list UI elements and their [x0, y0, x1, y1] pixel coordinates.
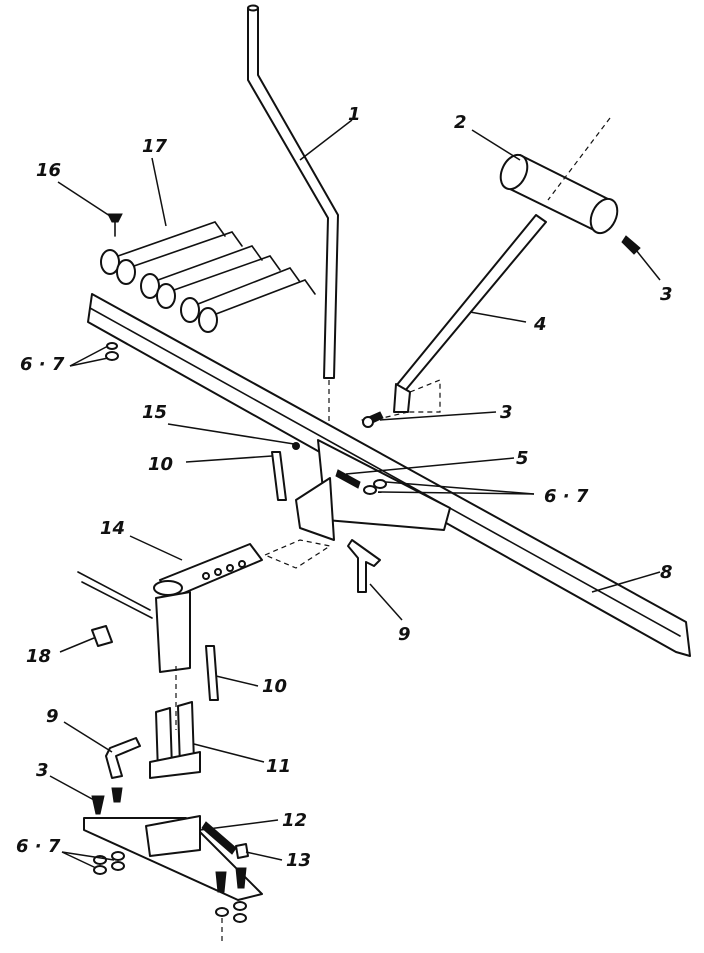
- part-10-pin-lower: [205, 645, 219, 701]
- label-part-3-top: 3: [660, 284, 673, 305]
- label-part-9-upper: 9: [398, 624, 411, 645]
- part-17-springs: [100, 221, 316, 333]
- part-11-yoke-bracket: [149, 701, 201, 779]
- label-part-15: 15: [142, 402, 167, 423]
- part-1-lever-rod: [247, 4, 339, 428]
- part-14-socket-tube: [77, 543, 263, 730]
- part-18-cap: [91, 625, 113, 647]
- part-3-screws-bottom: [91, 787, 247, 893]
- part-8-main-bar: [87, 293, 691, 657]
- part-2-handle-grip: [499, 117, 619, 235]
- label-part-5: 5: [516, 448, 529, 469]
- part-6-7-washers-bottom: [93, 851, 247, 945]
- label-part-10-lower: 10: [262, 676, 287, 697]
- part-3-screw-mid: [361, 411, 384, 428]
- part-4-shaft: [373, 214, 547, 421]
- label-part-2: 2: [454, 112, 467, 133]
- part-9-crank-lower: [105, 737, 141, 779]
- part-6-7-washers-top: [105, 342, 119, 361]
- part-13-bolt: [201, 821, 249, 859]
- label-part-3-bottom: 3: [36, 760, 49, 781]
- label-part-18: 18: [26, 646, 51, 667]
- part-9-crank-upper: [347, 539, 381, 593]
- part-3-screw-top: [621, 235, 641, 255]
- label-part-6-7-mid: 6 · 7: [544, 486, 589, 507]
- label-part-1: 1: [348, 104, 361, 125]
- label-part-6-7-top: 6 · 7: [20, 354, 65, 375]
- label-part-16: 16: [36, 160, 61, 181]
- label-part-4: 4: [533, 314, 547, 335]
- label-part-14: 14: [100, 518, 125, 539]
- label-part-6-7-bottom: 6 · 7: [16, 836, 61, 857]
- label-part-11: 11: [266, 756, 291, 777]
- leader-lines: [49, 119, 661, 869]
- label-part-17: 17: [142, 136, 168, 157]
- part-number-labels: 1 2 3 4 3 5 6 · 7 8 9 10 10 15 14 18 9 1…: [16, 104, 673, 871]
- part-16-screw: [107, 213, 123, 237]
- bracket-assembly: [263, 439, 451, 569]
- part-10-pin-upper: [271, 451, 287, 501]
- label-part-8: 8: [660, 562, 673, 583]
- label-part-12: 12: [282, 810, 307, 831]
- label-part-13: 13: [286, 850, 311, 871]
- part-12-base-plate: [83, 815, 263, 901]
- label-part-3-mid: 3: [500, 402, 513, 423]
- label-part-9-lower: 9: [46, 706, 59, 727]
- label-part-10-upper: 10: [148, 454, 173, 475]
- part-15-ball: [292, 442, 300, 450]
